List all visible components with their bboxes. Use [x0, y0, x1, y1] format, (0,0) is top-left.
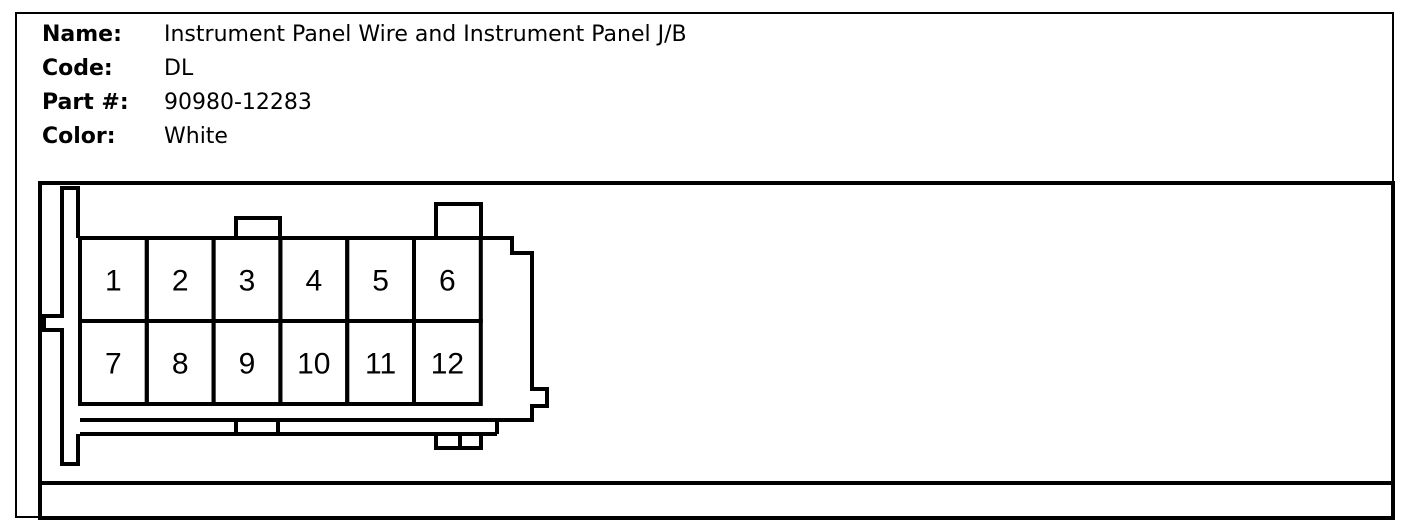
pin-number-8: 8: [172, 348, 189, 381]
color-label: Color:: [42, 124, 116, 149]
diagram-frame: [38, 181, 1395, 485]
color-value: White: [164, 124, 228, 149]
pin-number-12: 12: [431, 348, 464, 381]
pin-number-11: 11: [365, 348, 396, 381]
pin-number-3: 3: [239, 265, 256, 298]
bottom-foot-right: [434, 434, 483, 450]
pin-number-10: 10: [297, 348, 330, 381]
diagram-footer-band: [38, 485, 1395, 520]
part-label: Part #:: [42, 90, 129, 115]
name-label: Name:: [42, 22, 122, 47]
pin-number-6: 6: [439, 265, 456, 298]
left-latch-arm: [42, 186, 80, 466]
bottom-foot-left: [234, 420, 280, 434]
pin-number-9: 9: [239, 348, 256, 381]
name-value: Instrument Panel Wire and Instrument Pan…: [164, 22, 687, 47]
code-label: Code:: [42, 56, 113, 81]
pin-number-2: 2: [172, 265, 189, 298]
code-value: DL: [164, 56, 194, 81]
pin-number-1: 1: [105, 265, 122, 298]
top-lock-tab-small: [234, 216, 282, 238]
pin-number-7: 7: [105, 348, 122, 381]
part-value: 90980-12283: [164, 90, 312, 115]
pin-number-5: 5: [372, 265, 389, 298]
pin-number-4: 4: [305, 265, 322, 298]
pin-cavity-12: [412, 319, 483, 406]
top-lock-tab-large: [434, 202, 483, 238]
right-side-profile: [481, 236, 549, 434]
